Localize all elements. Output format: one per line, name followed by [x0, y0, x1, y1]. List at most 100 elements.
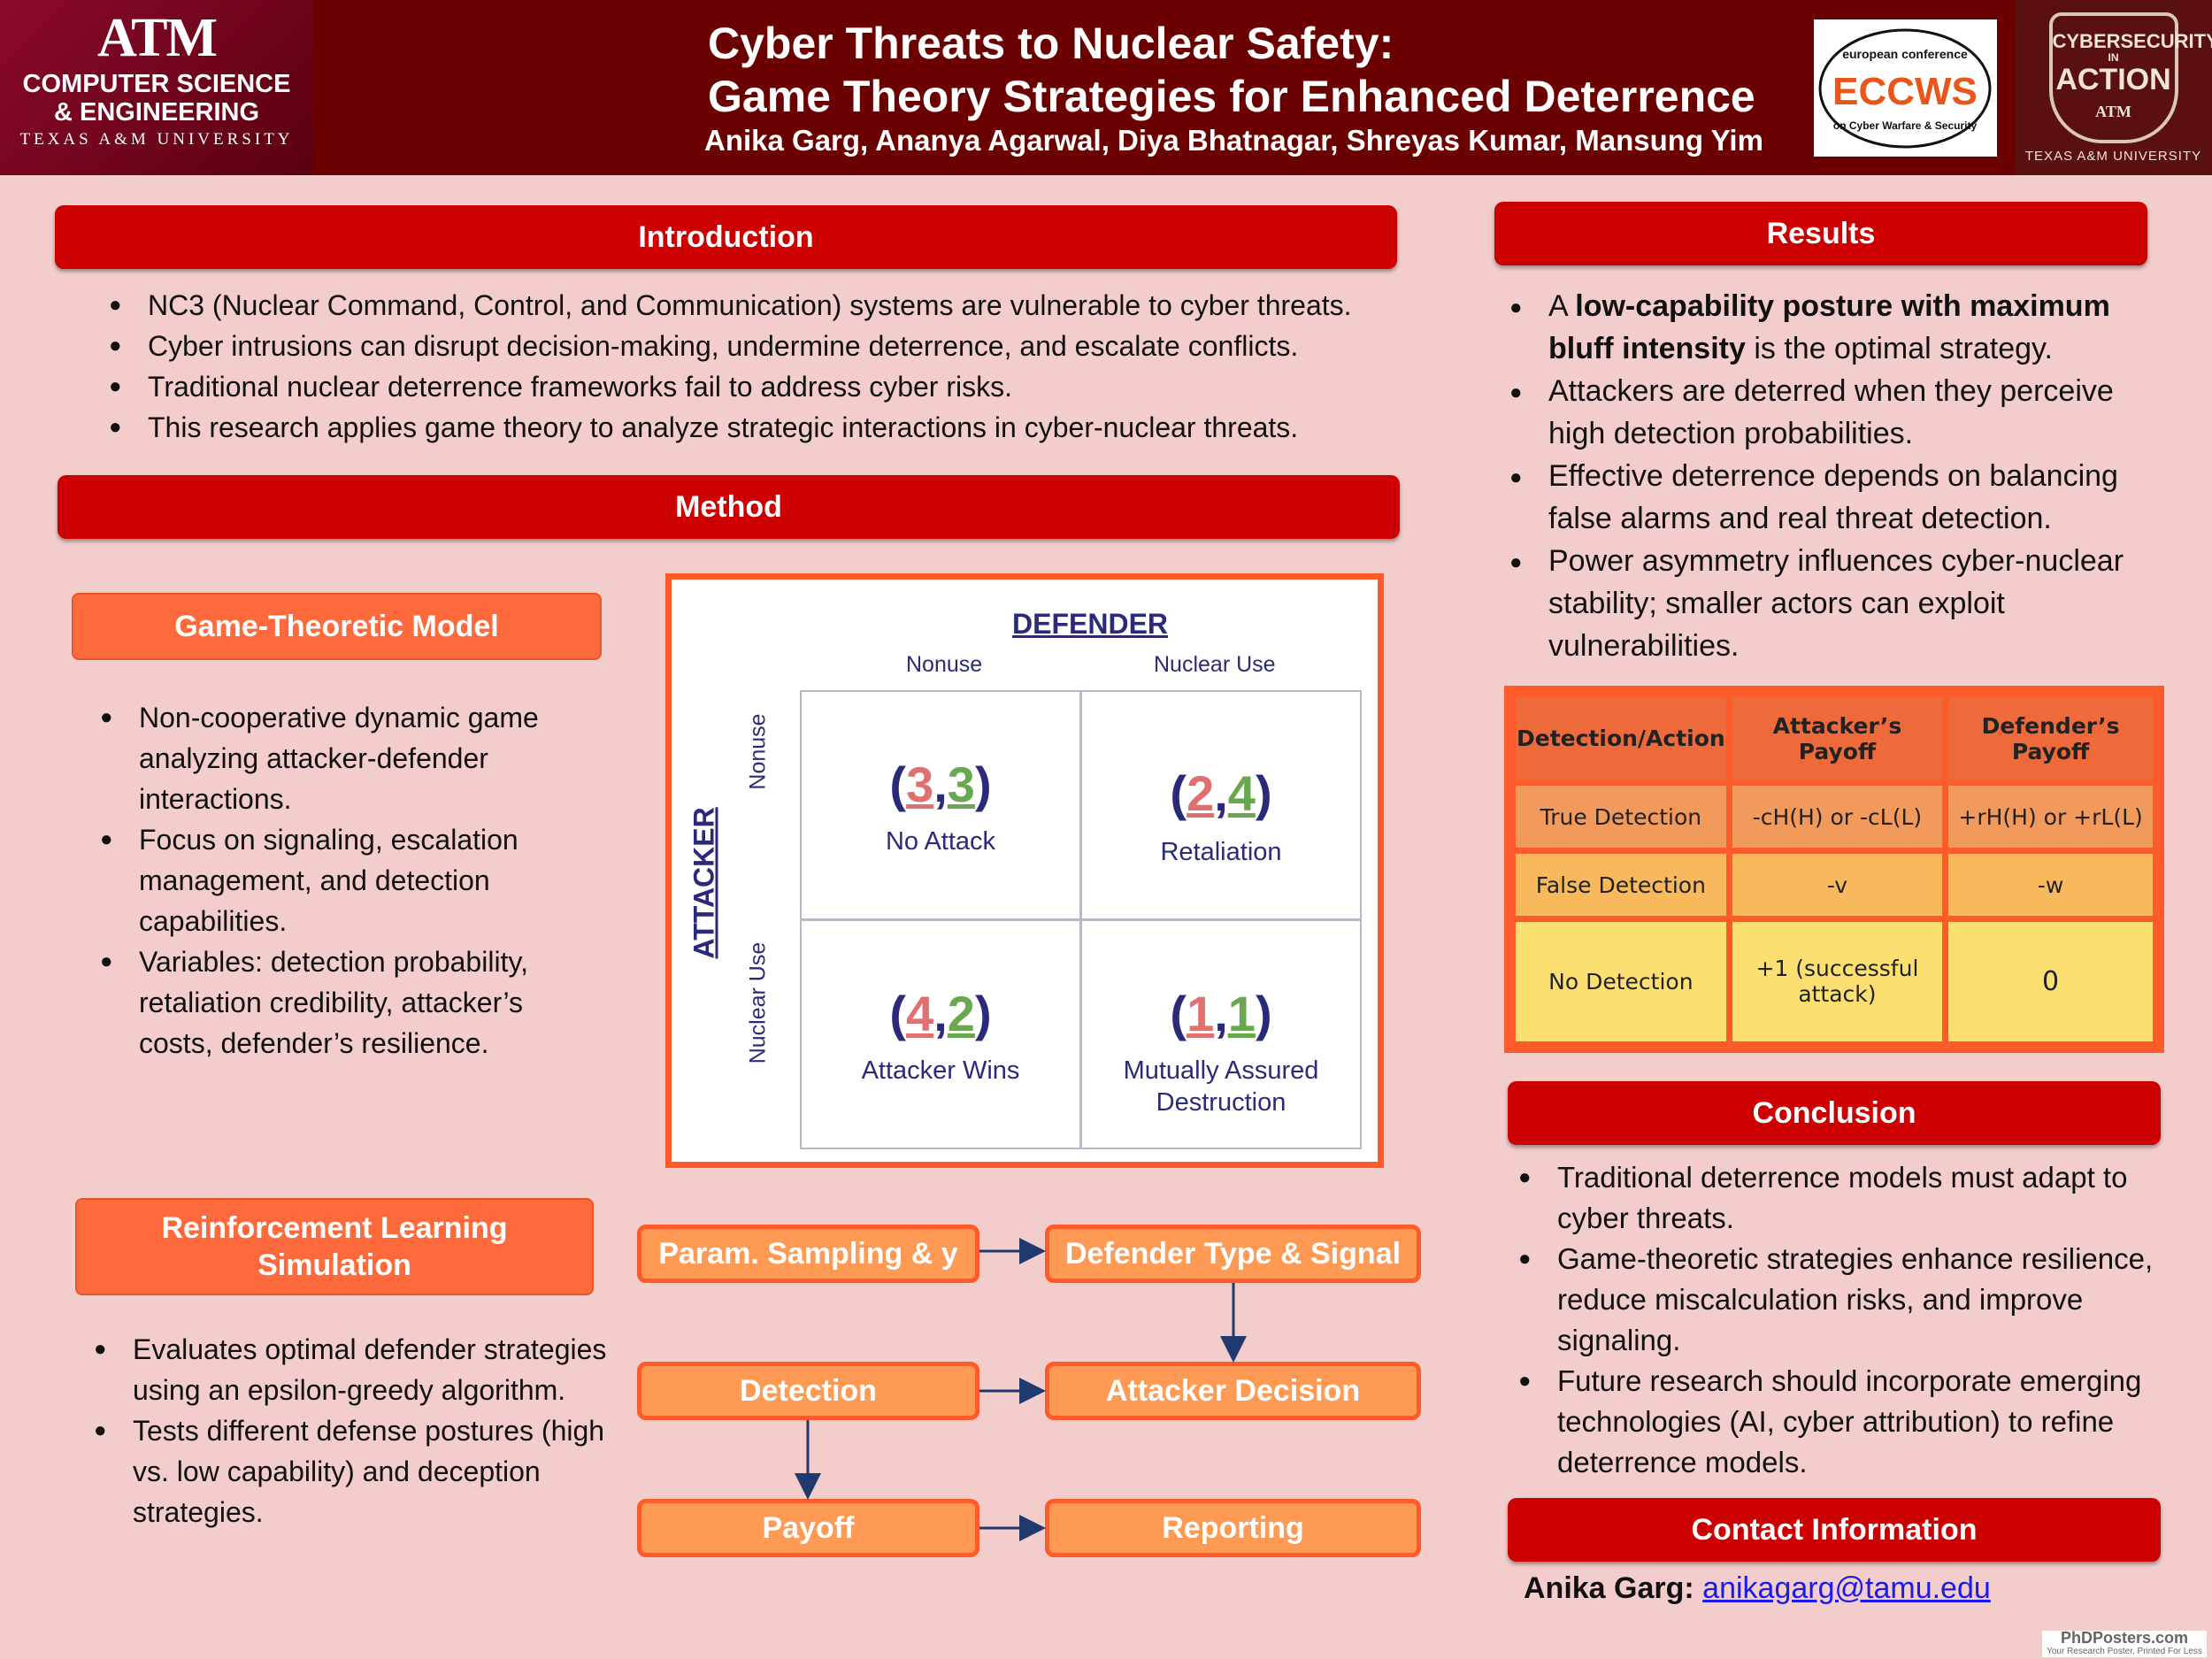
table-cell: -w	[1948, 854, 2153, 916]
table-header: Detection/Action	[1516, 697, 1726, 780]
table-cell: No Detection	[1516, 921, 1726, 1041]
flow-param-sampling: Param. Sampling & y	[637, 1225, 979, 1283]
method-heading: Method	[58, 475, 1400, 539]
cia-logo-line-4: ATM	[2095, 103, 2131, 120]
badge-line-2: Your Research Poster, Printed For Less	[2047, 1647, 2202, 1656]
flow-reporting: Reporting	[1045, 1499, 1421, 1557]
table-header: Attacker’s Payoff	[1732, 697, 1943, 780]
phdposters-badge: PhDPosters.com Your Research Poster, Pri…	[2042, 1629, 2207, 1657]
defender-payoff: 3	[947, 757, 975, 812]
matrix-cell-nuclear-nonuse: (4,2) Attacker Wins	[800, 919, 1081, 1149]
logo-line-1: COMPUTER SCIENCE	[22, 70, 291, 98]
matrix-cell-nonuse-nonuse: (3,3) No Attack	[800, 690, 1081, 920]
payoff-pair: (1,1)	[1170, 986, 1272, 1041]
conclusion-list: Traditional deterrence models must adapt…	[1511, 1157, 2184, 1483]
column-label-nonuse: Nonuse	[906, 652, 983, 677]
contact-line: Anika Garg: anikagarg@tamu.edu	[1524, 1571, 1991, 1606]
contact-name: Anika Garg:	[1524, 1571, 1694, 1605]
table-cell: +rH(H) or +rL(L)	[1948, 786, 2153, 849]
outcome-label: Retaliation	[1160, 838, 1282, 866]
rl-heading-line-2: Simulation	[257, 1248, 411, 1282]
payoff-pair: (2,4)	[1170, 765, 1272, 821]
eccws-logo-top-text: european conference	[1842, 47, 1968, 61]
cia-logo-line-5: TEXAS A&M UNIVERSITY	[2024, 149, 2202, 164]
contact-heading: Contact Information	[1508, 1498, 2161, 1562]
table-cell: -v	[1732, 854, 1943, 916]
list-item: Power asymmetry influences cyber-nuclear…	[1502, 540, 2157, 667]
results-list: A low-capability posture with maximum bl…	[1502, 285, 2157, 667]
list-item: Evaluates optimal defender strategies us…	[87, 1329, 609, 1410]
shield-icon: CYBERSECURITY IN ACTION ATM	[2048, 12, 2212, 143]
defender-payoff: 4	[1227, 765, 1256, 821]
logo-line-2: & ENGINEERING	[53, 98, 260, 127]
defender-payoff: 2	[947, 986, 975, 1041]
outcome-label: No Attack	[885, 827, 996, 856]
list-item: Variables: detection probability, retali…	[93, 941, 588, 1064]
table-row: No Detection +1 (successful attack) 0	[1516, 921, 2153, 1041]
cia-logo-line-1: CYBERSECURITY	[2052, 30, 2212, 52]
outcome-label: Mutually Assured Destruction	[1123, 1056, 1319, 1117]
attacker-payoff: 4	[906, 986, 934, 1041]
flow-payoff: Payoff	[637, 1499, 979, 1557]
table-header: Defender’s Payoff	[1948, 697, 2153, 780]
list-item: Non-cooperative dynamic game analyzing a…	[93, 697, 588, 819]
poster-authors: Anika Garg, Ananya Agarwal, Diya Bhatnag…	[704, 124, 1763, 157]
rl-simulation-list: Evaluates optimal defender strategies us…	[87, 1329, 609, 1532]
introduction-heading: Introduction	[55, 205, 1397, 269]
result-1-suffix: is the optimal strategy.	[1745, 332, 2053, 365]
logo-line-3: TEXAS A&M UNIVERSITY	[19, 130, 294, 149]
eccws-logo-main-text: ECCWS	[1832, 70, 1978, 113]
list-item: Tests different defense postures (high v…	[87, 1410, 609, 1532]
list-item: A low-capability posture with maximum bl…	[1502, 285, 2157, 370]
column-label-nuclear-use: Nuclear Use	[1154, 652, 1276, 677]
table-cell: False Detection	[1516, 854, 1726, 916]
rl-heading-line-1: Reinforcement Learning	[161, 1211, 508, 1245]
payoff-matrix: DEFENDER Nonuse Nuclear Use ATTACKER Non…	[665, 573, 1384, 1168]
table-cell: +1 (successful attack)	[1732, 921, 1943, 1041]
badge-line-1: PhDPosters.com	[2060, 1629, 2189, 1647]
flow-detection: Detection	[637, 1362, 979, 1420]
list-item: NC3 (Nuclear Command, Control, and Commu…	[102, 285, 1429, 326]
payoff-pair: (3,3)	[889, 757, 992, 812]
list-item: Cyber intrusions can disrupt decision-ma…	[102, 326, 1429, 366]
list-item: Future research should incorporate emerg…	[1511, 1361, 2184, 1483]
eccws-logo: european conference ECCWS on Cyber Warfa…	[1814, 19, 1997, 157]
cia-logo-line-3: ACTION	[2055, 63, 2171, 96]
list-item: Focus on signaling, escalation managemen…	[93, 819, 588, 941]
poster-title-line-1: Cyber Threats to Nuclear Safety:	[708, 19, 1394, 68]
payoff-table: Detection/Action Attacker’s Payoff Defen…	[1504, 686, 2164, 1053]
result-1-bold: low-capability posture with maximum bluf…	[1548, 289, 2110, 365]
list-item: Traditional nuclear deterrence framework…	[102, 366, 1429, 407]
table-cell: 0	[1948, 921, 2153, 1041]
payoff-pair: (4,2)	[889, 986, 992, 1041]
table-row: False Detection -v -w	[1516, 854, 2153, 916]
cybersecurity-in-action-logo: CYBERSECURITY IN ACTION ATM TEXAS A&M UN…	[2015, 0, 2212, 175]
results-heading: Results	[1494, 202, 2147, 265]
table-header-row: Detection/Action Attacker’s Payoff Defen…	[1516, 697, 2153, 780]
defender-label: DEFENDER	[1012, 608, 1169, 640]
attacker-payoff: 2	[1187, 765, 1215, 821]
game-model-list: Non-cooperative dynamic game analyzing a…	[93, 697, 588, 1064]
poster-title-line-2: Game Theory Strategies for Enhanced Dete…	[708, 72, 1755, 121]
flow-attacker-decision: Attacker Decision	[1045, 1362, 1421, 1420]
table-row: True Detection -cH(H) or -cL(L) +rH(H) o…	[1516, 786, 2153, 849]
game-model-heading: Game-Theoretic Model	[72, 593, 602, 660]
game-model-heading-text: Game-Theoretic Model	[174, 610, 499, 643]
list-item: Attackers are deterred when they perceiv…	[1502, 370, 2157, 455]
rl-simulation-heading: Reinforcement Learning Simulation	[75, 1198, 594, 1295]
flow-defender-type-signal: Defender Type & Signal	[1045, 1225, 1421, 1283]
table-cell: -cH(H) or -cL(L)	[1732, 786, 1943, 849]
attacker-payoff: 3	[906, 757, 934, 812]
defender-payoff: 1	[1227, 986, 1256, 1041]
matrix-cell-nuclear-nuclear: (1,1) Mutually Assured Destruction	[1080, 919, 1362, 1149]
tamu-logo-mark: ATM	[96, 8, 218, 68]
eccws-logo-bottom-text: on Cyber Warfare & Security	[1833, 119, 1978, 132]
conclusion-heading: Conclusion	[1508, 1081, 2161, 1145]
attacker-payoff: 1	[1187, 986, 1215, 1041]
outcome-label: Attacker Wins	[861, 1056, 1020, 1085]
list-item: This research applies game theory to ana…	[102, 407, 1429, 448]
list-item: Traditional deterrence models must adapt…	[1511, 1157, 2184, 1239]
contact-email-link[interactable]: anikagarg@tamu.edu	[1702, 1571, 1991, 1605]
list-item: Effective deterrence depends on balancin…	[1502, 455, 2157, 540]
